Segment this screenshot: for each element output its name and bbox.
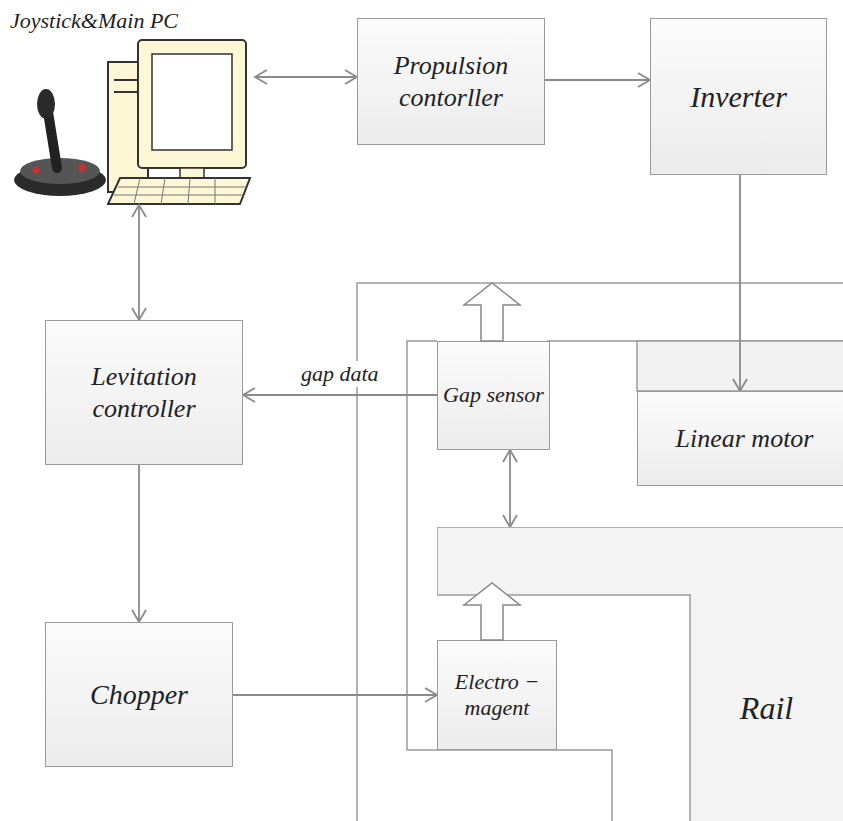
rail-label-area: Rail xyxy=(690,595,843,821)
arrow-head xyxy=(132,308,146,320)
arrow-head xyxy=(638,73,650,87)
keyboard-keys xyxy=(114,178,246,204)
node-heading: Joystick&Main PC xyxy=(10,8,178,34)
node-label: Chopper xyxy=(90,678,188,712)
drive-slot xyxy=(114,91,140,93)
node-label: Linear motor xyxy=(676,423,814,454)
joystick-stick xyxy=(48,112,57,168)
monitor xyxy=(138,40,246,168)
rail-shape: Rail xyxy=(437,527,843,821)
joystick-icon xyxy=(14,89,106,196)
arrow-head xyxy=(132,205,146,217)
rail-outline xyxy=(437,527,843,821)
process-box: Propulsion contorller xyxy=(357,18,545,145)
arrow-head xyxy=(503,515,517,527)
connector xyxy=(138,465,140,622)
node-label: Propulsion contorller xyxy=(358,50,544,112)
node-label: Electro − magent xyxy=(438,669,556,722)
process-box: Chopper xyxy=(45,622,233,767)
drive-slot xyxy=(114,79,140,81)
arrow-head xyxy=(345,70,357,84)
arrow-head xyxy=(425,688,437,702)
connector xyxy=(233,694,437,696)
connector xyxy=(243,394,437,396)
hollow-arrow xyxy=(464,283,520,341)
process-box: Levitation controller xyxy=(45,320,243,465)
magnet-box: Electro − magent xyxy=(437,640,557,750)
monitor-screen xyxy=(152,54,232,150)
arrow-head xyxy=(243,388,255,402)
node-label: Gap sensor xyxy=(443,382,544,408)
hollow-arrow xyxy=(464,583,520,640)
rail-outline xyxy=(437,527,843,821)
joystick-grip xyxy=(37,89,55,119)
arrow-head xyxy=(733,379,747,391)
motor-box: Linear motor xyxy=(637,391,843,486)
edge-label: gap data xyxy=(299,361,381,387)
arrow-head xyxy=(132,610,146,622)
connector xyxy=(545,79,650,81)
joystick-button xyxy=(33,167,40,174)
arrow-head xyxy=(255,70,267,84)
connector xyxy=(138,205,140,320)
node-label: Rail xyxy=(740,689,793,727)
connector xyxy=(255,76,357,78)
computer-node: Joystick&Main PC xyxy=(5,5,255,205)
node-label: Levitation controller xyxy=(46,361,242,423)
joystick-button xyxy=(78,164,86,172)
sensor-box: Gap sensor xyxy=(437,341,550,450)
process-box: Inverter xyxy=(650,18,827,175)
arrow-head xyxy=(503,450,517,462)
computer-icon xyxy=(108,40,250,204)
connector xyxy=(739,175,741,391)
keyboard xyxy=(108,178,250,204)
monitor-stand xyxy=(180,168,204,178)
connector xyxy=(509,450,511,527)
node-label: Inverter xyxy=(690,79,787,115)
